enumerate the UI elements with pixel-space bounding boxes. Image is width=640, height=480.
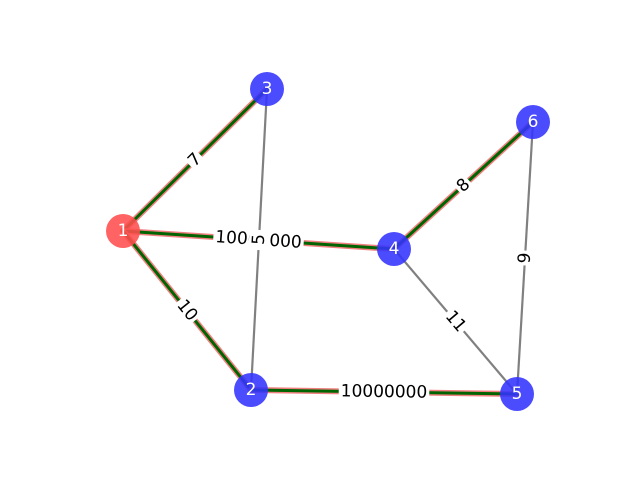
node-4[interactable]: 4 (377, 232, 411, 266)
edge-label-2-5: 10000000 (338, 381, 430, 403)
node-circle (250, 72, 284, 106)
edge-label-background (439, 305, 472, 338)
node-label: 3 (262, 79, 273, 99)
edges-layer (120, 86, 536, 397)
edge-label-3-2: 5 (248, 231, 270, 248)
node-6[interactable]: 6 (516, 105, 550, 139)
node-circle (234, 373, 268, 407)
edge-label-4-5: 11 (439, 305, 472, 338)
edge-label-background (182, 147, 208, 173)
node-circle (500, 377, 534, 411)
edge-weight-text: 9 (515, 252, 536, 264)
node-label: 6 (528, 112, 539, 132)
edge-weight-text: 5 (249, 234, 270, 246)
node-label: 4 (389, 239, 400, 259)
node-5[interactable]: 5 (500, 377, 534, 411)
node-3[interactable]: 3 (250, 72, 284, 106)
node-circle (377, 232, 411, 266)
edge-label-background (338, 381, 430, 403)
node-label: 2 (246, 380, 257, 400)
edge-labels-layer: 710000000105100000008119 (171, 147, 536, 403)
node-1[interactable]: 1 (106, 214, 140, 248)
edge-weight-text: 11 (441, 307, 470, 336)
node-label: 5 (512, 384, 523, 404)
node-circle (516, 105, 550, 139)
edge-label-background (451, 173, 476, 198)
nodes-layer: 1 2 3 4 5 6 (106, 72, 550, 411)
source-node-circle (106, 214, 140, 248)
edge-label-background (171, 294, 203, 327)
edge-weight-text: 10000000 (341, 381, 428, 402)
edge-label-6-5: 9 (514, 250, 536, 266)
edge-label-background (514, 250, 536, 266)
node-label: 1 (118, 221, 129, 241)
edge-label-background (248, 231, 270, 248)
node-2[interactable]: 2 (234, 373, 268, 407)
